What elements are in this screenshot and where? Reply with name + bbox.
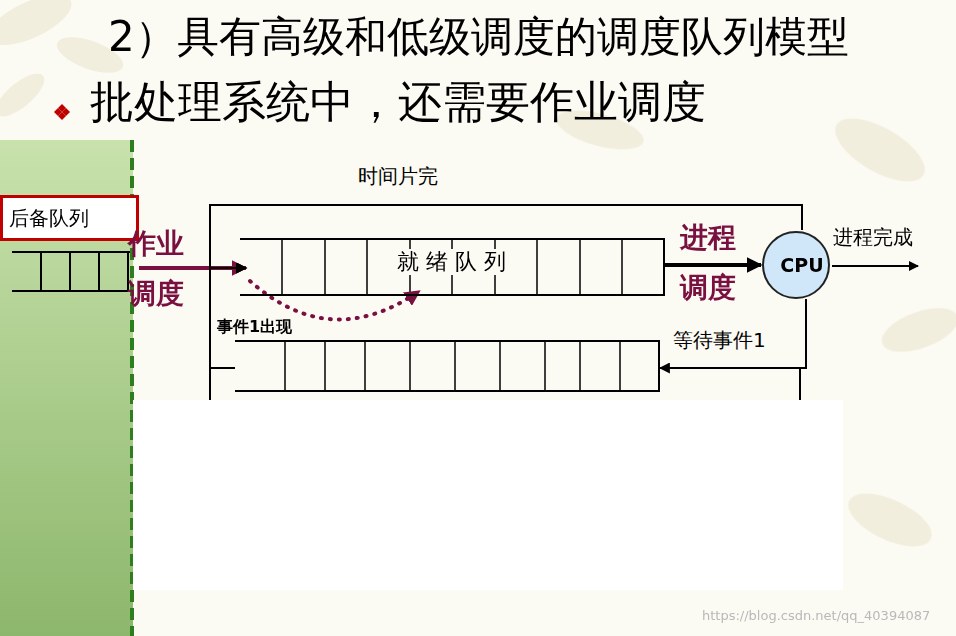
waiting-queue: 事件1出现 xyxy=(235,340,660,392)
watermark: https://blog.csdn.net/qq_40394087 xyxy=(702,608,930,624)
completion-label: 进程完成 xyxy=(833,225,913,249)
queue-name: 就 绪 队 列 xyxy=(393,249,510,275)
event-heading: 事件1出现 xyxy=(217,317,292,336)
dotted-transfer-arrow xyxy=(250,281,418,319)
edge-label: 时间片完 xyxy=(356,164,440,188)
scheduling-label: 作业 调度 xyxy=(128,219,187,319)
wait-event-line xyxy=(660,299,806,368)
loop-line xyxy=(209,368,211,402)
process-scheduling-arrow xyxy=(665,263,761,267)
loop-line xyxy=(799,368,801,402)
waiting-queue-cells xyxy=(285,340,620,392)
cpu-circle: CPU xyxy=(761,230,843,300)
backup-queue-cells xyxy=(12,252,130,291)
edge-label: 等待事件1 xyxy=(671,328,768,352)
bullet-symbol xyxy=(54,104,70,120)
bullet-text: 批处理系统中，还需要作业调度 xyxy=(90,76,706,129)
slide-title: 2）具有高级和低级调度的调度队列模型 xyxy=(108,12,849,62)
scheduling-label: 进程 调度 xyxy=(680,213,739,313)
queue-name: 后备队列 xyxy=(0,195,139,241)
blank-cover xyxy=(133,400,843,590)
completion-arrow xyxy=(832,265,918,267)
backup-queue: 后备队列 xyxy=(0,195,139,292)
cpu-text: CPU xyxy=(761,230,843,300)
ready-queue-cells xyxy=(282,238,622,296)
ready-queue: 就 绪 队 列 xyxy=(240,238,665,296)
